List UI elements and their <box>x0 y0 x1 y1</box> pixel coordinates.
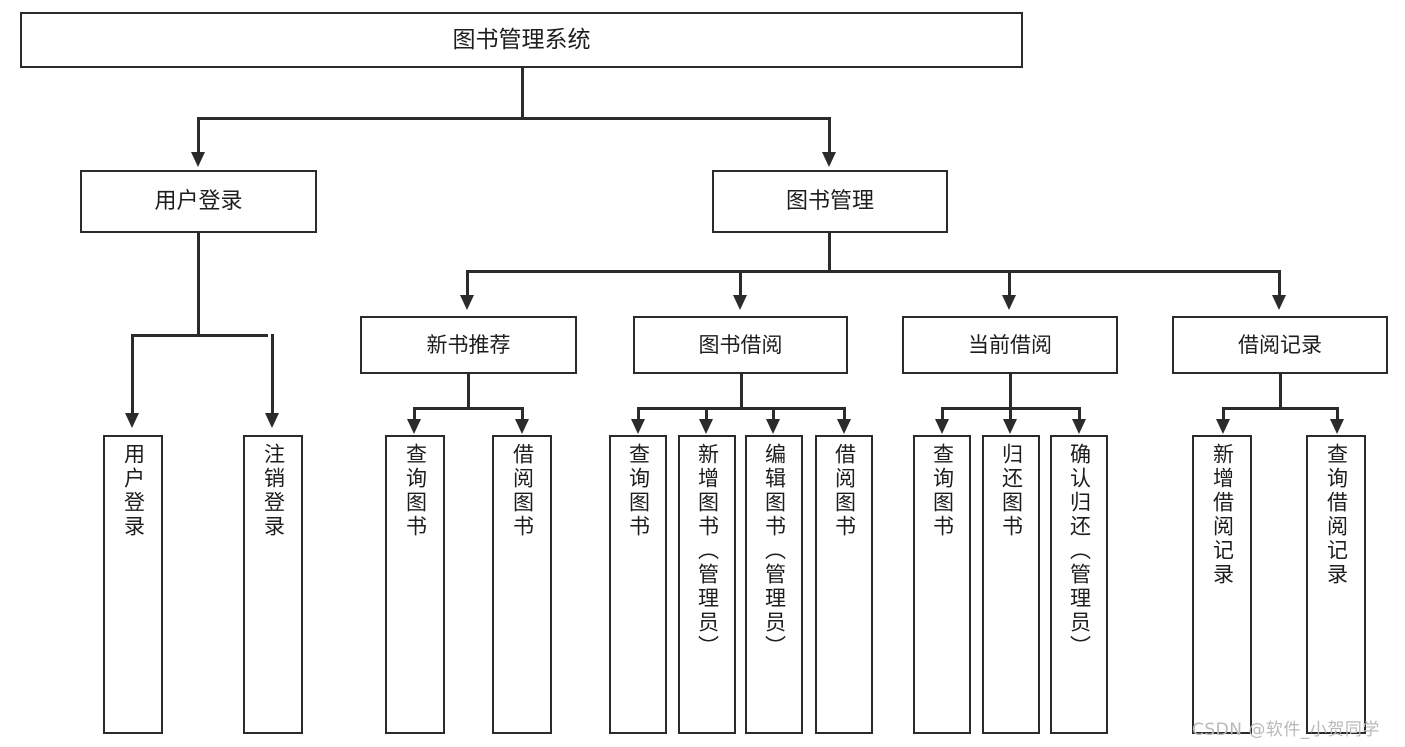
connector-book-manage-leg-2 <box>739 270 742 296</box>
leaf-borrow-book-recommend[interactable]: 借阅图书 <box>492 435 552 734</box>
connector-root-leg-1 <box>197 117 200 153</box>
node-label: 当前借阅 <box>968 332 1052 357</box>
connector-new-book-leg-2 <box>521 407 524 420</box>
connector-book-manage-bus <box>466 270 1280 273</box>
connector-user-login-bus <box>131 334 268 337</box>
connector-borrow-record-leg-2 <box>1336 407 1339 420</box>
node-label: 新增借阅记录 <box>1210 443 1235 587</box>
connector-book-manage-leg-1 <box>466 270 469 296</box>
leaf-logout[interactable]: 注销登录 <box>243 435 303 734</box>
connector-book-borrow-leg-2 <box>705 407 708 420</box>
node-root-system[interactable]: 图书管理系统 <box>20 12 1023 68</box>
node-label: 注销登录 <box>261 443 286 539</box>
leaf-query-book-borrow[interactable]: 查询图书 <box>609 435 667 734</box>
leaf-add-borrow-record[interactable]: 新增借阅记录 <box>1192 435 1252 734</box>
connector-current-borrow-leg-2 <box>1009 407 1012 420</box>
node-book-borrow[interactable]: 图书借阅 <box>633 316 848 374</box>
connector-new-book-bus <box>413 407 523 410</box>
connector-root-trunk <box>521 68 524 118</box>
node-label: 图书管理系统 <box>452 26 591 53</box>
node-label: 查询借阅记录 <box>1324 443 1349 587</box>
connector-book-manage-trunk <box>828 233 831 271</box>
leaf-borrow-book[interactable]: 借阅图书 <box>815 435 873 734</box>
leaf-return-book[interactable]: 归还图书 <box>982 435 1040 734</box>
leaf-user-login[interactable]: 用户登录 <box>103 435 163 734</box>
leaf-add-book-admin[interactable]: 新增图书（管理员） <box>678 435 736 734</box>
leaf-query-book-recommend[interactable]: 查询图书 <box>385 435 445 734</box>
arrowhead-to-leaf-add-book <box>699 419 713 434</box>
arrowhead-to-new-book-recommend <box>460 295 474 310</box>
connector-book-manage-leg-3 <box>1008 270 1011 296</box>
arrowhead-to-leaf-query-book-3 <box>935 419 949 434</box>
arrowhead-to-current-borrow <box>1002 295 1016 310</box>
connector-book-borrow-leg-1 <box>637 407 640 420</box>
connector-current-borrow-leg-1 <box>941 407 944 420</box>
node-label: 新增图书（管理员） <box>695 443 720 659</box>
connector-book-borrow-leg-4 <box>843 407 846 420</box>
node-label: 查询图书 <box>626 443 651 539</box>
connector-root-bus <box>198 117 831 120</box>
node-label: 查询图书 <box>930 443 955 539</box>
arrowhead-to-leaf-query-record <box>1330 419 1344 434</box>
node-label: 新书推荐 <box>426 332 511 357</box>
node-label: 用户登录 <box>121 443 146 539</box>
connector-user-login-leg-2 <box>271 334 274 414</box>
connector-book-borrow-trunk <box>740 374 743 408</box>
node-new-book-recommend[interactable]: 新书推荐 <box>360 316 577 374</box>
connector-borrow-record-trunk <box>1279 374 1282 408</box>
leaf-confirm-return-admin[interactable]: 确认归还（管理员） <box>1050 435 1108 734</box>
node-user-login[interactable]: 用户登录 <box>80 170 317 233</box>
arrowhead-to-book-borrow <box>733 295 747 310</box>
arrowhead-to-leaf-add-record <box>1216 419 1230 434</box>
node-label: 借阅记录 <box>1238 332 1322 357</box>
node-label: 图书管理 <box>785 188 874 214</box>
node-label: 确认归还（管理员） <box>1067 443 1092 659</box>
node-label: 借阅图书 <box>832 443 857 539</box>
leaf-edit-book-admin[interactable]: 编辑图书（管理员） <box>745 435 803 734</box>
connector-book-manage-leg-4 <box>1278 270 1281 296</box>
arrowhead-to-borrow-record <box>1272 295 1286 310</box>
node-label: 借阅图书 <box>510 443 535 539</box>
connector-book-borrow-leg-3 <box>772 407 775 420</box>
arrowhead-to-leaf-borrow-book-1 <box>515 419 529 434</box>
csdn-watermark: CSDN @软件_小贺同学 <box>1192 720 1380 740</box>
node-book-management[interactable]: 图书管理 <box>712 170 948 233</box>
node-label: 用户登录 <box>154 188 243 214</box>
arrowhead-to-leaf-return-book <box>1003 419 1017 434</box>
connector-new-book-leg-1 <box>413 407 416 420</box>
arrowhead-root-to-book-manage <box>822 152 836 167</box>
node-borrow-record[interactable]: 借阅记录 <box>1172 316 1388 374</box>
node-label: 查询图书 <box>403 443 428 539</box>
node-label: 编辑图书（管理员） <box>762 443 787 659</box>
connector-book-borrow-bus <box>637 407 845 410</box>
connector-user-login-trunk <box>197 233 200 335</box>
arrowhead-to-leaf-logout <box>265 413 279 428</box>
node-label: 归还图书 <box>999 443 1024 539</box>
connector-new-book-trunk <box>467 374 470 408</box>
arrowhead-to-leaf-edit-book <box>766 419 780 434</box>
arrowhead-to-leaf-query-book-2 <box>631 419 645 434</box>
arrowhead-to-leaf-user-login <box>125 413 139 428</box>
arrowhead-root-to-user-login <box>191 152 205 167</box>
connector-borrow-record-leg-1 <box>1222 407 1225 420</box>
arrowhead-to-leaf-borrow-book-2 <box>837 419 851 434</box>
node-current-borrow[interactable]: 当前借阅 <box>902 316 1118 374</box>
connector-current-borrow-trunk <box>1009 374 1012 408</box>
node-label: 图书借阅 <box>698 332 783 357</box>
arrowhead-to-leaf-confirm-return <box>1072 419 1086 434</box>
leaf-query-borrow-record[interactable]: 查询借阅记录 <box>1306 435 1366 734</box>
leaf-query-book-current[interactable]: 查询图书 <box>913 435 971 734</box>
arrowhead-to-leaf-query-book-1 <box>407 419 421 434</box>
connector-current-borrow-leg-3 <box>1078 407 1081 420</box>
connector-user-login-leg-1 <box>131 334 134 414</box>
connector-borrow-record-bus <box>1222 407 1338 410</box>
connector-root-leg-2 <box>828 117 831 153</box>
